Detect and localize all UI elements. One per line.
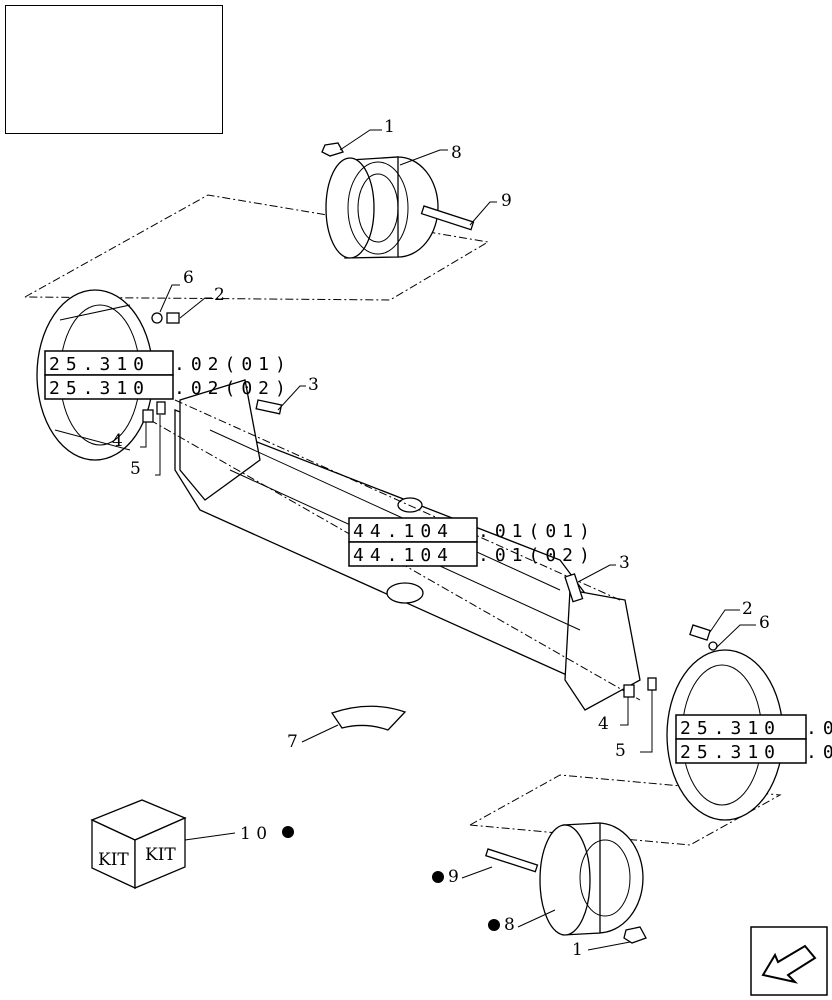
washer-right [708,641,718,651]
ref-right-a-suffix[interactable]: .0 [806,718,832,739]
nav-arrow-button[interactable] [750,926,828,996]
kit-box: KIT KIT [90,799,187,890]
callout-5-left: 5 [130,459,141,479]
pin-4-left [142,409,154,423]
callout-7: 7 [287,732,298,752]
callout-6-right: 6 [759,613,770,633]
ref-left[interactable]: 25.310 .02(01) 25.310 .02(02) [44,350,292,400]
ref-right-b-boxed[interactable]: 25.310 [680,742,781,763]
stud-top [420,205,475,231]
pin-5-right [647,677,657,691]
ref-right[interactable]: 25.310 .0 25.310 .0 [675,714,832,764]
stud-bottom [485,848,539,873]
ref-right-b-suffix[interactable]: .0 [806,742,832,763]
kit-label-1: KIT [98,850,129,870]
bolt-3-right [564,573,584,603]
pin-5-left [156,401,166,415]
bearing-ring-bottom [539,822,644,936]
bolt-left [166,312,180,324]
callout-6-left: 6 [183,268,194,288]
guide-line-1 [174,399,621,601]
nut-top [321,142,344,157]
ref-left-b-suffix[interactable]: .02(02) [174,378,292,399]
assembly-outline-top [24,194,490,301]
callout-8-top: 8 [451,143,462,163]
leader-lines [140,129,756,951]
ref-left-b-boxed[interactable]: 25.310 [49,378,150,399]
ref-center-a-boxed[interactable]: 44.104 [353,521,454,542]
pin-4-right [623,684,635,698]
decal [330,705,407,731]
nut-bottom [623,926,647,944]
bolt-right [689,624,711,641]
bolt-3-left [255,399,283,415]
callout-10: 1 0 [240,824,267,844]
callout-9-bottom: 9 [448,867,459,887]
callout-3-right: 3 [619,553,630,573]
ref-center-a-suffix[interactable]: .01(01) [478,521,596,542]
callout-9-bottom-dot [432,871,444,883]
guide-line-2 [149,419,641,701]
ref-left-a-suffix[interactable]: .02(01) [174,354,292,375]
ref-right-a-boxed[interactable]: 25.310 [680,718,781,739]
ref-left-a-boxed[interactable]: 25.310 [49,354,150,375]
callout-4-right: 4 [598,714,609,734]
callout-10-dot [282,826,294,838]
bearing-ring-top [325,156,439,259]
ref-center-b-boxed[interactable]: 44.104 [353,545,454,566]
arrow-icon [761,944,817,984]
callout-4-left: 4 [112,431,123,451]
ref-center-b-suffix[interactable]: .01(02) [478,545,596,566]
callout-8-bottom-dot [488,919,500,931]
ref-center[interactable]: 44.104 .01(01) 44.104 .01(02) [348,517,596,567]
callout-3-left: 3 [308,375,319,395]
callout-1-top: 1 [384,117,395,137]
washer-left [151,312,163,324]
title-block [5,5,223,134]
callout-5-right: 5 [615,741,626,761]
callout-2-right: 2 [742,599,753,619]
callout-9-top: 9 [501,191,512,211]
callout-2-left: 2 [214,285,225,305]
kit-label-2: KIT [145,845,176,865]
callout-1-bottom: 1 [572,940,583,960]
callout-8-bottom: 8 [504,915,515,935]
